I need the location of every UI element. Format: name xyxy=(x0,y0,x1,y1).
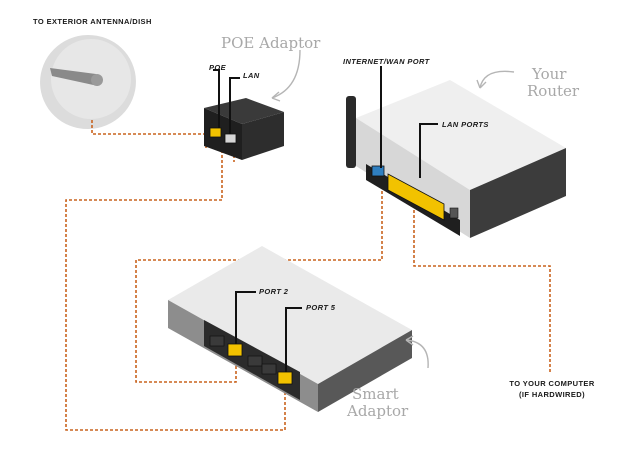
poe-pointer-lines xyxy=(213,69,240,134)
poe-callout-arrow xyxy=(271,49,301,99)
router-lan-ports xyxy=(387,173,445,221)
computer-label-line2: (IF HARDWIRED) xyxy=(518,390,585,399)
router-callout-arrow xyxy=(479,70,515,89)
cable-poe-to-smart-port5 xyxy=(65,150,286,431)
smart-adaptor-caption-line1: Smart xyxy=(352,385,399,403)
poe-adaptor-device xyxy=(204,98,284,160)
dish-antenna-icon xyxy=(40,34,136,130)
router-caption-line1: Your xyxy=(532,65,567,83)
router-wan-port xyxy=(371,165,385,177)
computer-label-line1: TO YOUR COMPUTER xyxy=(509,379,595,388)
internet-wan-port-label: INTERNET/WAN PORT xyxy=(343,57,430,66)
router-device xyxy=(346,80,566,238)
cable-router-lan-to-computer xyxy=(413,200,551,372)
poe-adaptor-caption: POE Adaptor xyxy=(221,34,321,52)
cable-router-wan-to-smart-port2 xyxy=(135,176,383,383)
port5-label: PORT 5 xyxy=(306,303,336,312)
lan-label: LAN xyxy=(243,71,260,80)
smart-adaptor-caption-line2: Adaptor xyxy=(347,402,409,420)
smart-port-5 xyxy=(277,371,293,385)
port2-label: PORT 2 xyxy=(259,287,289,296)
router-antenna xyxy=(346,96,356,168)
smart-callout-arrow xyxy=(405,339,429,369)
smart-port-2 xyxy=(227,343,243,357)
antenna-label: TO EXTERIOR ANTENNA/DISH xyxy=(33,17,152,26)
smart-pointer-lines xyxy=(235,291,302,372)
cable-lines xyxy=(65,120,551,431)
router-pointer-lines xyxy=(380,66,438,178)
smart-adaptor-device xyxy=(168,246,412,412)
router-caption-line2: Router xyxy=(527,82,580,100)
cable-dish-to-poe xyxy=(91,120,207,148)
callout-arrows xyxy=(271,49,515,369)
lan-ports-label: LAN PORTS xyxy=(442,120,489,129)
poe-label: POE xyxy=(209,63,227,72)
